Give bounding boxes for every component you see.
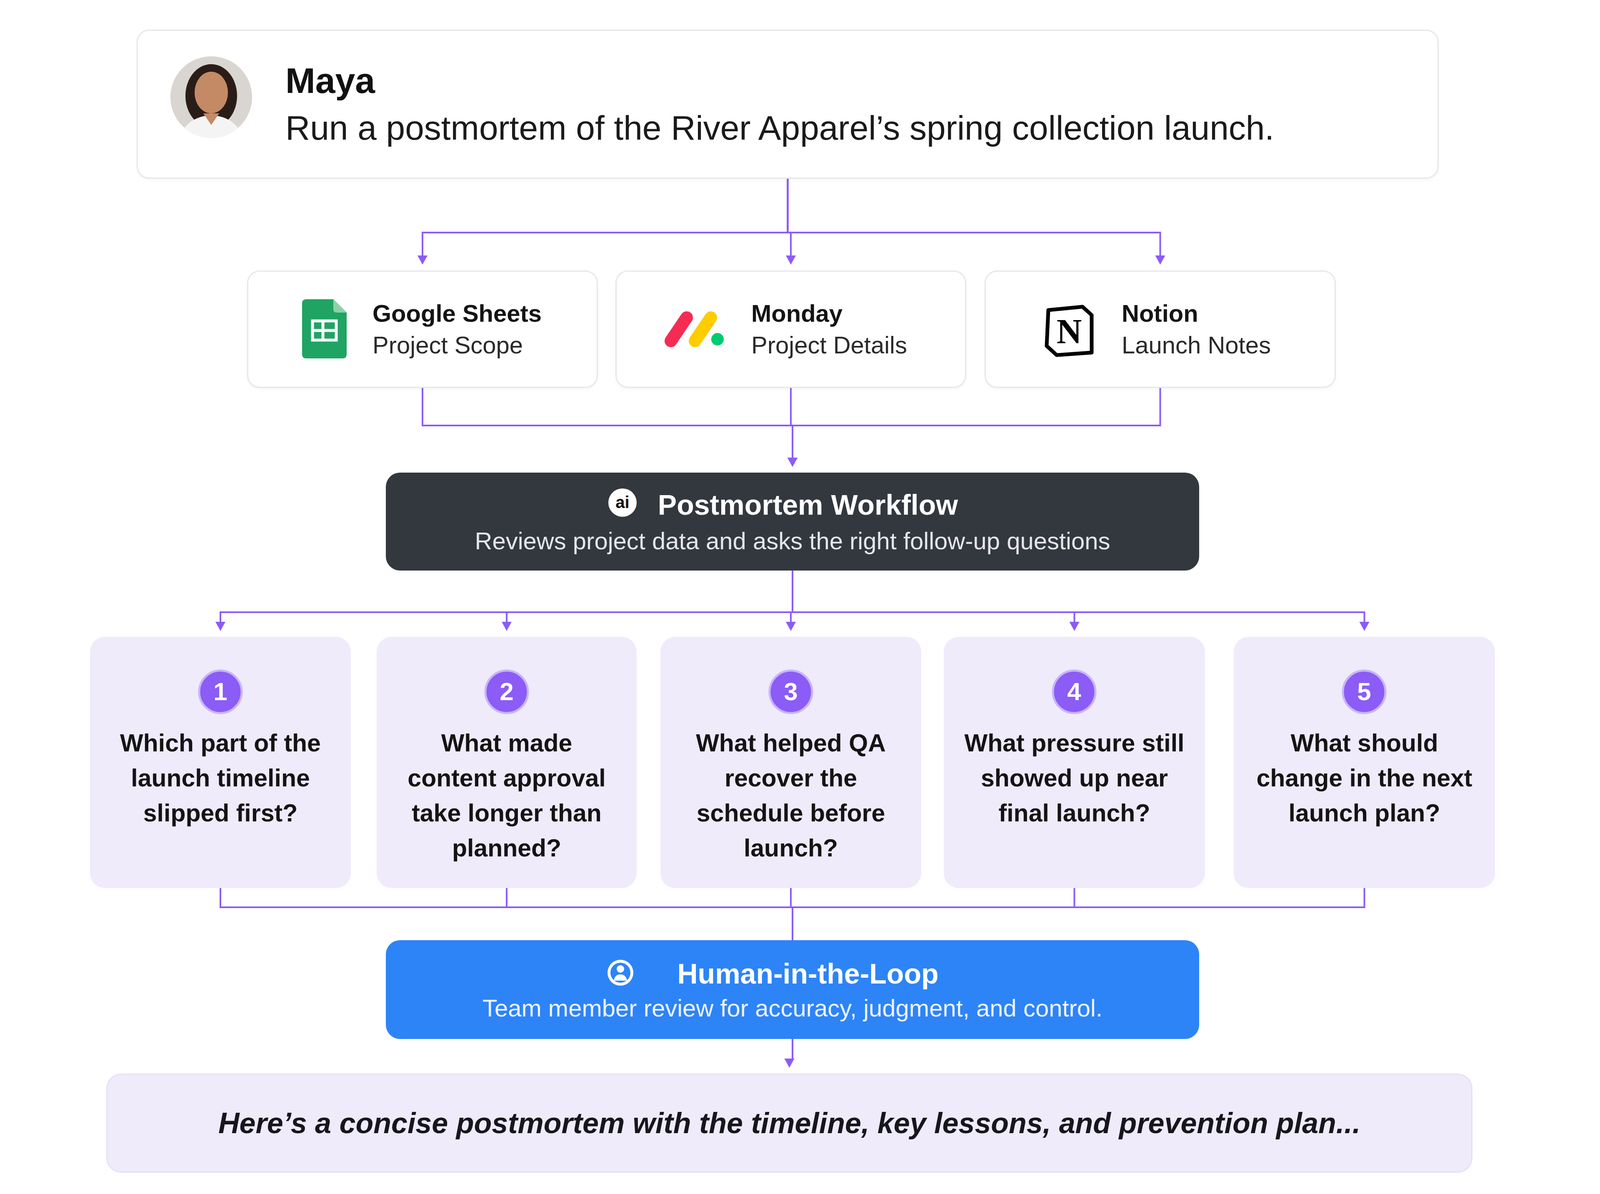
question-card: Which part of the launch timeline slippe… [90,636,351,888]
node-title: Which part of the launch timeline slippe… [108,725,333,831]
connector-line [220,570,793,623]
review-box: Human-in-the-LoopTeam member review for … [385,940,1200,1039]
node-title: Maya [285,59,1438,102]
arrow-head [787,457,798,467]
connector [792,570,1080,631]
arrow-head [1155,255,1166,265]
source-card: MondayProject Details [615,270,967,388]
arrow-head [787,457,798,467]
arrow-head [787,457,798,467]
node-title: What should change in the next launch pl… [1252,725,1477,831]
arrow-head [784,1058,795,1068]
connector-line [787,178,1161,257]
request-card: MayaRun a postmortem of the River Appare… [136,29,1439,179]
connector [787,387,1161,467]
connector [506,887,793,940]
connector-line [422,178,788,257]
node-title: Monday [751,298,965,328]
arrow-head [417,255,428,265]
workflow-box: Postmortem WorkflowReviews project data … [385,472,1200,571]
connector-line [792,570,1365,623]
node-body: Project Details [751,330,965,360]
node-body: Team member review for accuracy, judgmen… [482,993,1103,1023]
node-title: Human-in-the-Loop [646,956,939,990]
connector-line [422,387,793,459]
connector [501,570,793,631]
connector [792,887,1075,940]
arrow-head [785,255,796,265]
arrow-head [215,621,226,631]
source-card: Google SheetsProject Scope [247,270,598,388]
connector-line [792,887,1075,940]
connector-line [792,887,1365,940]
connector [784,1038,795,1068]
node-body: Project Scope [372,330,597,360]
connector [422,387,798,467]
node-title: Notion [1121,298,1335,328]
arrow-head [785,621,796,631]
node-body: Launch Notes [1121,330,1335,360]
callout-number: 4 [1067,678,1081,705]
connector [792,887,1365,940]
node-title: What made content approval take longer t… [395,725,619,866]
question-card: What pressure still showed up near final… [943,636,1205,888]
node-title: Postmortem Workflow [627,487,958,522]
connector-line [791,1038,794,1060]
node-title: What pressure still showed up near final… [962,725,1187,831]
node-title: What helped QA recover the schedule befo… [679,725,903,866]
connector [220,887,793,940]
arrow-head [1069,621,1080,631]
connector-line [220,887,793,940]
arrow-head [1359,621,1370,631]
node-title: Google Sheets [372,298,597,328]
node-title: Here’s a concise postmortem with the tim… [193,1105,1386,1141]
node-body: Reviews project data and asks the right … [475,526,1111,556]
source-card: NotionLaunch Notes [984,270,1336,388]
callout-number: 5 [1357,678,1371,705]
connector-line [506,570,793,623]
callout-number: 3 [783,678,798,705]
callout-number: 2 [499,678,514,705]
connector [417,178,788,265]
question-card: What should change in the next launch pl… [1233,636,1495,888]
question-card: What made content approval take longer t… [376,636,637,888]
node-body: Run a postmortem of the River Apparel’s … [285,107,1438,149]
connector-line [792,570,1075,623]
icon-letters: ai [615,492,630,512]
connector [792,570,1370,631]
connector [785,570,796,631]
result-box: Here’s a concise postmortem with the tim… [106,1073,1473,1173]
connector [215,570,793,631]
connector-line [792,387,1161,459]
logo-letter: N [1056,312,1083,351]
arrow-head [501,621,512,631]
question-card: What helped QA recover the schedule befo… [660,636,922,888]
connector [787,178,1166,265]
callout-number: 1 [213,678,228,705]
connector-line [506,887,793,940]
